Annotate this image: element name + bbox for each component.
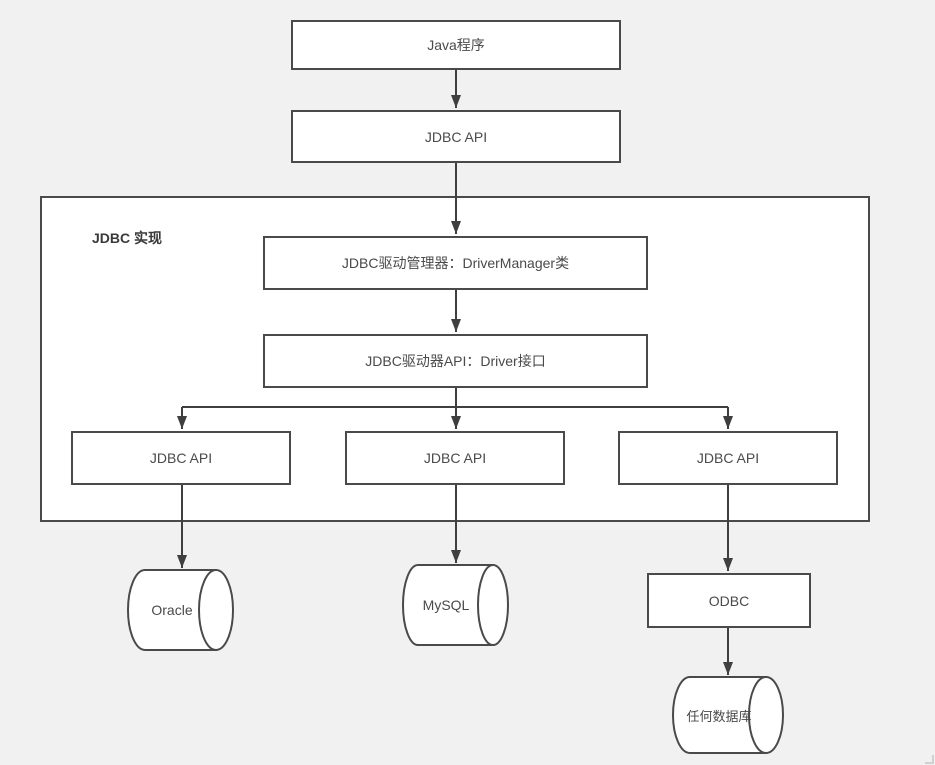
node-java-program: Java程序 <box>291 20 621 70</box>
node-driver-manager: JDBC驱动管理器：DriverManager类 <box>263 236 648 290</box>
cylinder-anydb <box>672 676 784 754</box>
node-jdbc-api-middle: JDBC API <box>345 431 565 485</box>
cylinder-mysql-label: MySQL <box>422 597 470 613</box>
cylinder-oracle <box>127 569 234 651</box>
node-jdbc-api-top: JDBC API <box>291 110 621 163</box>
resize-handle <box>925 755 934 764</box>
node-driver-api: JDBC驱动器API：Driver接口 <box>263 334 648 388</box>
branch-trunk <box>182 388 728 408</box>
node-odbc: ODBC <box>647 573 811 628</box>
cylinder-mysql <box>402 564 509 646</box>
node-jdbc-api-left: JDBC API <box>71 431 291 485</box>
group-jdbc-implementation-label: JDBC 实现 <box>92 230 163 246</box>
cylinder-oracle-label: Oracle <box>151 602 193 618</box>
node-jdbc-api-right: JDBC API <box>618 431 838 485</box>
cylinder-anydb-label: 任何数据库 <box>686 708 752 724</box>
